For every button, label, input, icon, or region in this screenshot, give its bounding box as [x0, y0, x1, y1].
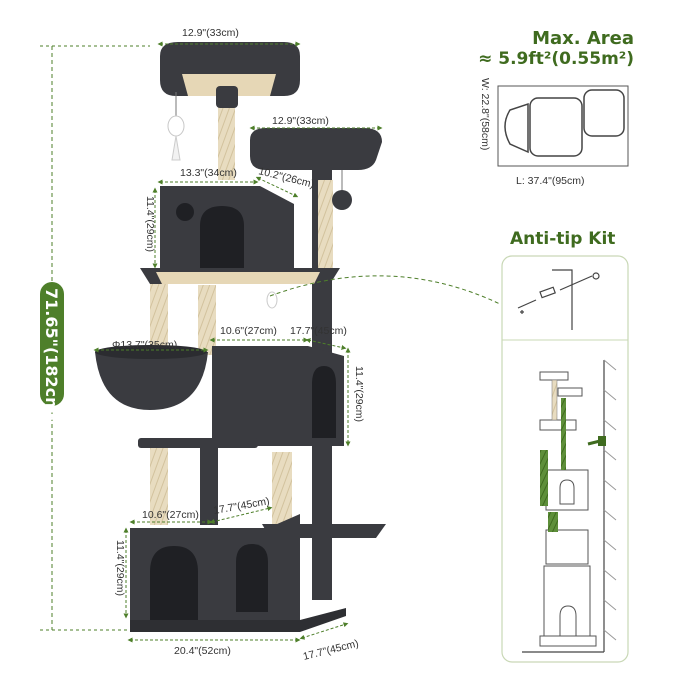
dim-upper-condo-height: 11.4"(29cm): [144, 196, 156, 252]
area-hammock-shape: [504, 102, 529, 154]
area-width-label: W: 22.8"(58cm): [479, 78, 491, 150]
area-condo-shape: [529, 97, 583, 157]
dim-upper-condo-width: 13.3"(34cm): [180, 167, 237, 179]
area-platform-shape: [583, 89, 625, 137]
second-platform: [250, 128, 382, 170]
sisal-post-second: [318, 180, 333, 270]
upper-condo-board: [156, 272, 320, 284]
dim-base-width: 20.4"(52cm): [174, 645, 231, 657]
base-condo-door-right: [236, 544, 268, 612]
cat-tree-illustration: [95, 42, 386, 632]
max-area-section: Max. Area ≈ 5.9ft²(0.55m²) W: 22.8"(58cm…: [478, 28, 634, 187]
anti-tip-hardware-icon: [517, 269, 600, 330]
dim-second-platform-width: 12.9"(33cm): [272, 115, 329, 127]
mouse-toy: [167, 115, 185, 137]
base-board: [130, 608, 346, 632]
upper-condo-door: [200, 206, 244, 268]
total-height-pill: [40, 282, 64, 406]
area-length-label: L: 37.4"(95cm): [516, 175, 585, 187]
dim-middle-condo-width: 10.6"(27cm): [220, 325, 277, 337]
dim-middle-condo-depth: 17.7"(45cm): [290, 325, 347, 337]
dim-base-condo-width: 10.6"(27cm): [142, 509, 199, 521]
dim-hammock-diameter: Φ13.7"(35cm): [112, 339, 177, 351]
top-perch-post-cap: [216, 86, 238, 108]
max-area-value: ≈ 5.9ft²(0.55m²): [478, 49, 634, 69]
pole-center-lower: [200, 445, 218, 525]
anti-tip-installed-illustration: [522, 359, 617, 653]
area-outline: [497, 85, 629, 167]
sisal-post-left-lower: [150, 445, 168, 525]
middle-shelf: [138, 438, 258, 448]
total-height-label: 71.65"(182cm): [42, 288, 61, 421]
middle-condo: [212, 346, 344, 446]
total-height-badge: 71.65"(182cm): [40, 282, 64, 421]
dangling-toy: [266, 291, 278, 309]
middle-condo-door: [312, 366, 336, 438]
sisal-post-left-upper: [150, 278, 168, 348]
dim-top-width: 12.9"(33cm): [182, 27, 239, 39]
hanging-ball: [332, 190, 352, 210]
anti-tip-section: Anti-tip Kit: [501, 229, 629, 663]
sisal-post-center-upper: [198, 285, 216, 355]
dim-base-depth: 17.7"(45cm): [302, 638, 360, 663]
upper-condo-porthole: [176, 203, 194, 221]
sisal-post-top: [218, 100, 235, 180]
dim-base-condo-depth: 17.7"(45cm): [212, 495, 270, 517]
max-area-title: Max. Area: [532, 28, 634, 49]
base-condo-door-left: [150, 546, 198, 620]
dim-base-condo-height: 11.4"(29cm): [114, 540, 126, 596]
dim-middle-condo-height: 11.4"(29cm): [353, 366, 365, 422]
hammock: [95, 352, 208, 410]
top-perch-board: [182, 74, 276, 96]
mouse-toy-tail: [171, 135, 181, 161]
anti-tip-title: Anti-tip Kit: [510, 229, 615, 249]
dimension-lines: [40, 41, 501, 643]
